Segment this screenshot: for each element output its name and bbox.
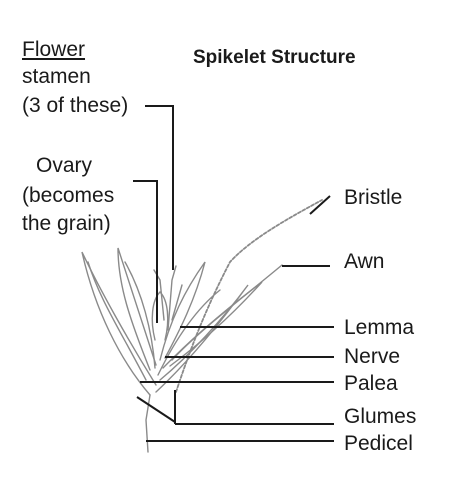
leader-lines (133, 105, 334, 442)
ovary-body (151, 291, 169, 341)
bract-3 (124, 261, 156, 369)
bract-2 (117, 247, 157, 371)
leader-stamen (145, 105, 174, 270)
awn-line (171, 264, 283, 361)
label-stamen: stamen (22, 65, 91, 88)
leader-bristle (309, 195, 331, 215)
diagram-title: Spikelet Structure (193, 47, 356, 68)
palea-bract (162, 281, 263, 369)
label-ovary: Ovary (36, 154, 93, 177)
bract-1 (87, 261, 147, 381)
lemma-bract (159, 261, 206, 361)
stamen-1 (167, 265, 177, 331)
label-stamen-count: (3 of these) (22, 94, 129, 117)
glume-right (155, 284, 249, 393)
leader-ovary (133, 180, 158, 323)
bristle-line (175, 199, 323, 393)
label-awn: Awn (344, 250, 385, 273)
label-pedicel: Pedicel (344, 432, 413, 455)
label-flower-heading: Flower (22, 38, 86, 61)
label-nerve: Nerve (344, 345, 401, 368)
label-palea: Palea (344, 372, 398, 395)
plant-sketch (81, 199, 323, 453)
label-bristle: Bristle (344, 186, 403, 209)
glume-left (81, 251, 157, 396)
label-ovary-note-1: (becomes (22, 184, 115, 207)
label-ovary-note-2: the grain) (22, 212, 111, 235)
label-lemma: Lemma (344, 316, 415, 339)
leader-glumes-diag (136, 396, 176, 423)
stamen-3 (171, 284, 183, 321)
label-glumes: Glumes (344, 405, 417, 428)
